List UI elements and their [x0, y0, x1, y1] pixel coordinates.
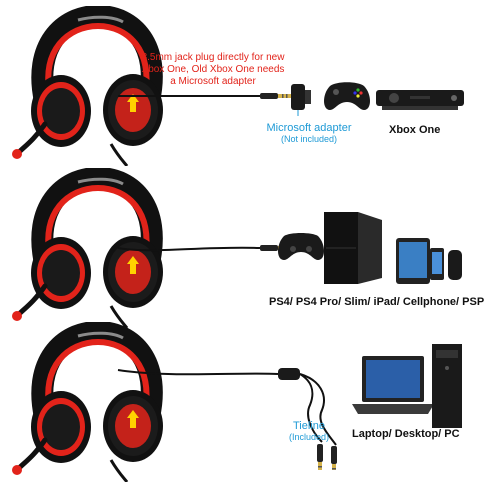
- laptop-icon: [352, 356, 434, 414]
- row2-cable: [117, 245, 296, 252]
- cellphone-icon: [430, 248, 444, 280]
- adapter-sublabel: (Not included): [280, 134, 338, 144]
- xbox-one-label: Xbox One: [389, 124, 441, 136]
- tieline-sublabel: (Included): [288, 432, 330, 442]
- annotation-line-3: a Microsoft adapter: [170, 76, 256, 87]
- xbox-controller-icon: [324, 82, 370, 110]
- pc-devices-label: Laptop/ Desktop/ PC: [352, 428, 460, 440]
- row1-cable: [118, 93, 296, 99]
- tieline-label: Tieline: [293, 420, 325, 432]
- psp-icon: [448, 250, 462, 280]
- annotation-line-1: 3.5mm jack plug directly for new: [141, 52, 285, 63]
- annotation-line-2: Xbox One, Old Xbox One needs: [141, 64, 285, 75]
- ps4-devices-label: PS4/ PS4 Pro/ Slim/ iPad/ Cellphone/ PSP: [269, 296, 485, 308]
- row1-annotation: 3.5mm jack plug directly for new Xbox On…: [118, 52, 308, 88]
- adapter-label: Microsoft adapter: [266, 122, 352, 134]
- ps4-console-icon: [324, 212, 382, 284]
- microsoft-adapter-icon: [291, 84, 311, 116]
- ipad-icon: [396, 238, 430, 284]
- tieline-caption: Tieline (Included): [254, 420, 364, 442]
- ps4-controller-icon: [278, 233, 324, 260]
- xbox-one-console-icon: [376, 90, 464, 110]
- microsoft-adapter-caption: Microsoft adapter (Not included): [254, 122, 364, 144]
- y-splitter-cable-icon: [117, 368, 337, 470]
- desktop-tower-icon: [432, 344, 462, 428]
